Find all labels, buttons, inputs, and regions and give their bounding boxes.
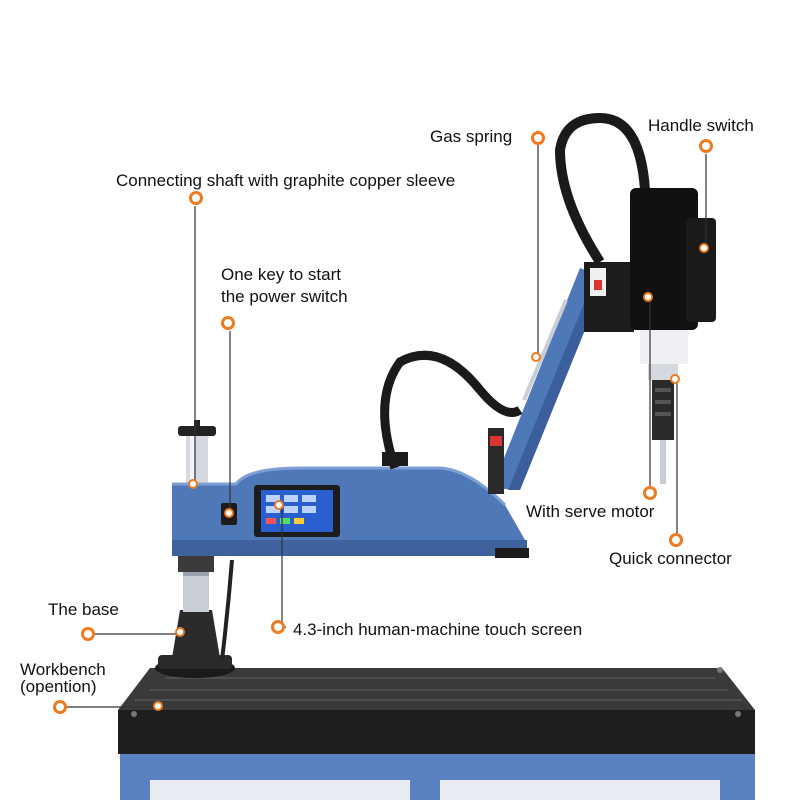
callout-marker-icon xyxy=(274,500,284,510)
callout-marker-icon xyxy=(224,508,234,518)
callout-leader-lines xyxy=(66,145,707,708)
callout-marker-icon xyxy=(271,620,285,634)
label-workbench-line2: (opention) xyxy=(20,677,97,696)
callout-marker-icon xyxy=(669,533,683,547)
label-handle-switch: Handle switch xyxy=(648,116,754,135)
label-power-switch-line2: the power switch xyxy=(221,287,348,306)
callout-marker-icon xyxy=(531,131,545,145)
callout-marker-icon xyxy=(221,316,235,330)
power-cable xyxy=(220,559,234,661)
callout-marker-icon xyxy=(531,352,541,362)
label-quick-connector: Quick connector xyxy=(609,549,732,568)
upper-cable xyxy=(554,112,650,265)
label-gas-spring: Gas spring xyxy=(430,127,513,146)
callout-marker-icon xyxy=(670,374,680,384)
callout-marker-icon xyxy=(643,292,653,302)
label-workbench-line1: Workbench xyxy=(20,660,106,679)
callout-marker-icon xyxy=(699,243,709,253)
machine-base xyxy=(155,556,235,678)
diagonal-arm xyxy=(488,268,606,494)
workbench xyxy=(118,667,755,800)
label-connecting-shaft: Connecting shaft with graphite copper sl… xyxy=(116,171,456,190)
label-base: The base xyxy=(48,600,119,619)
label-serve-motor: With serve motor xyxy=(526,502,655,521)
lower-cable xyxy=(380,350,523,470)
connecting-shaft xyxy=(178,420,216,486)
callout-marker-icon xyxy=(153,701,163,711)
callout-marker-icon xyxy=(189,191,203,205)
label-touch-screen: 4.3-inch human-machine touch screen xyxy=(293,620,583,639)
label-power-switch-line1: One key to start xyxy=(221,265,341,284)
callout-marker-icon xyxy=(53,700,67,714)
callout-marker-icon xyxy=(699,139,713,153)
callout-marker-icon xyxy=(188,479,198,489)
touch-screen-icon xyxy=(254,485,340,537)
callout-marker-icon xyxy=(81,627,95,641)
callout-marker-icon xyxy=(643,486,657,500)
callout-marker-icon xyxy=(175,627,185,637)
